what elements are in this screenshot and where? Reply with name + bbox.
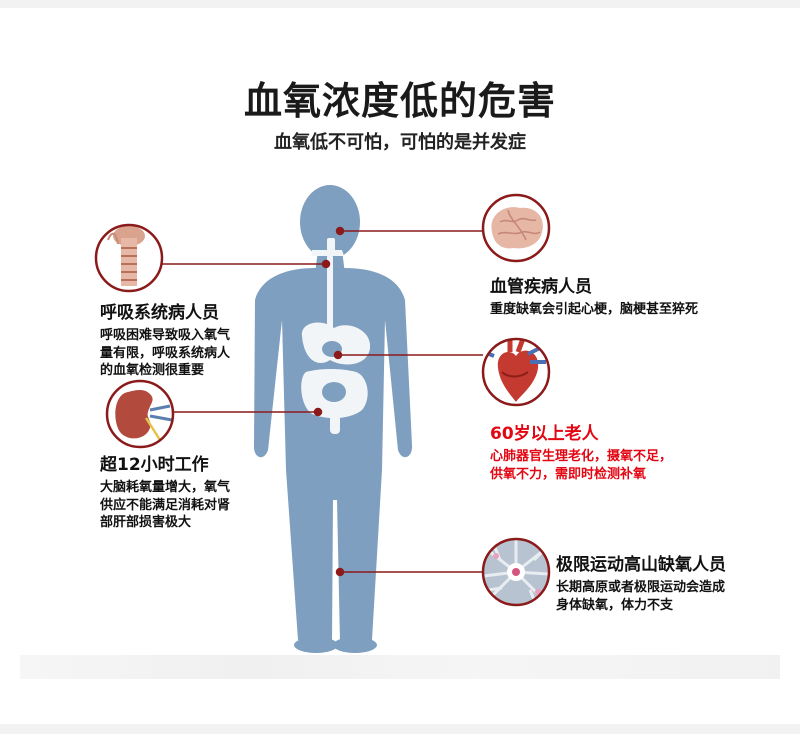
callout-line: 重度缺氧会引起心梗，脑梗甚至猝死 [490,302,699,318]
trachea-icon [94,223,164,293]
callout-overwork: 超12小时工作 大脑耗氧量增大，氧气 供应不能满足消耗对肾 部肝部损害极大 [100,455,290,532]
callout-line: 的血氧检测很重要 [100,363,205,379]
callout-heading: 极限运动高山缺氧人员 [556,555,726,575]
callout-elderly: 60岁以上老人 心肺器官生理老化，摄氧不足， 供氧不力，需即时检测补氧 [490,424,780,483]
callout-respiratory: 呼吸系统病人员 呼吸困难导致吸入氧气 量有限，呼吸系统病人 的血氧检测很重要 [100,303,290,380]
callout-line: 部肝部损害极大 [100,515,192,531]
callout-line: 供氧不力，需即时检测补氧 [490,466,647,482]
callout-extreme: 极限运动高山缺氧人员 长期高原或者极限运动会造成 身体缺氧，体力不支 [556,555,786,614]
callout-line: 长期高原或者极限运动会造成 [556,580,726,596]
callout-line: 大脑耗氧量增大，氧气 [100,480,231,496]
callout-heading: 呼吸系统病人员 [100,303,219,323]
connector-lines [162,226,483,577]
callout-line: 心肺器官生理老化，摄氧不足， [490,449,673,465]
floor-shadow [20,655,780,679]
page-title: 血氧浓度低的危害 [243,79,556,123]
callout-line: 供应不能满足消耗对肾 [100,497,231,513]
callout-heading: 血管疾病人员 [490,277,592,297]
heart-icon [481,337,551,407]
callout-line: 身体缺氧，体力不支 [556,597,674,613]
callout-heading: 超12小时工作 [100,455,209,475]
callout-heading: 60岁以上老人 [490,424,599,444]
callout-line: 量有限，呼吸系统病人 [100,345,231,361]
page-subtitle: 血氧低不可怕，可怕的是并发症 [274,132,526,153]
brain-icon [481,193,551,263]
callout-line: 呼吸困难导致吸入氧气 [100,328,231,344]
callout-vascular: 血管疾病人员 重度缺氧会引起心梗，脑梗甚至猝死 [490,277,780,319]
kidney-icon [105,379,175,449]
neuron-icon [481,537,551,607]
